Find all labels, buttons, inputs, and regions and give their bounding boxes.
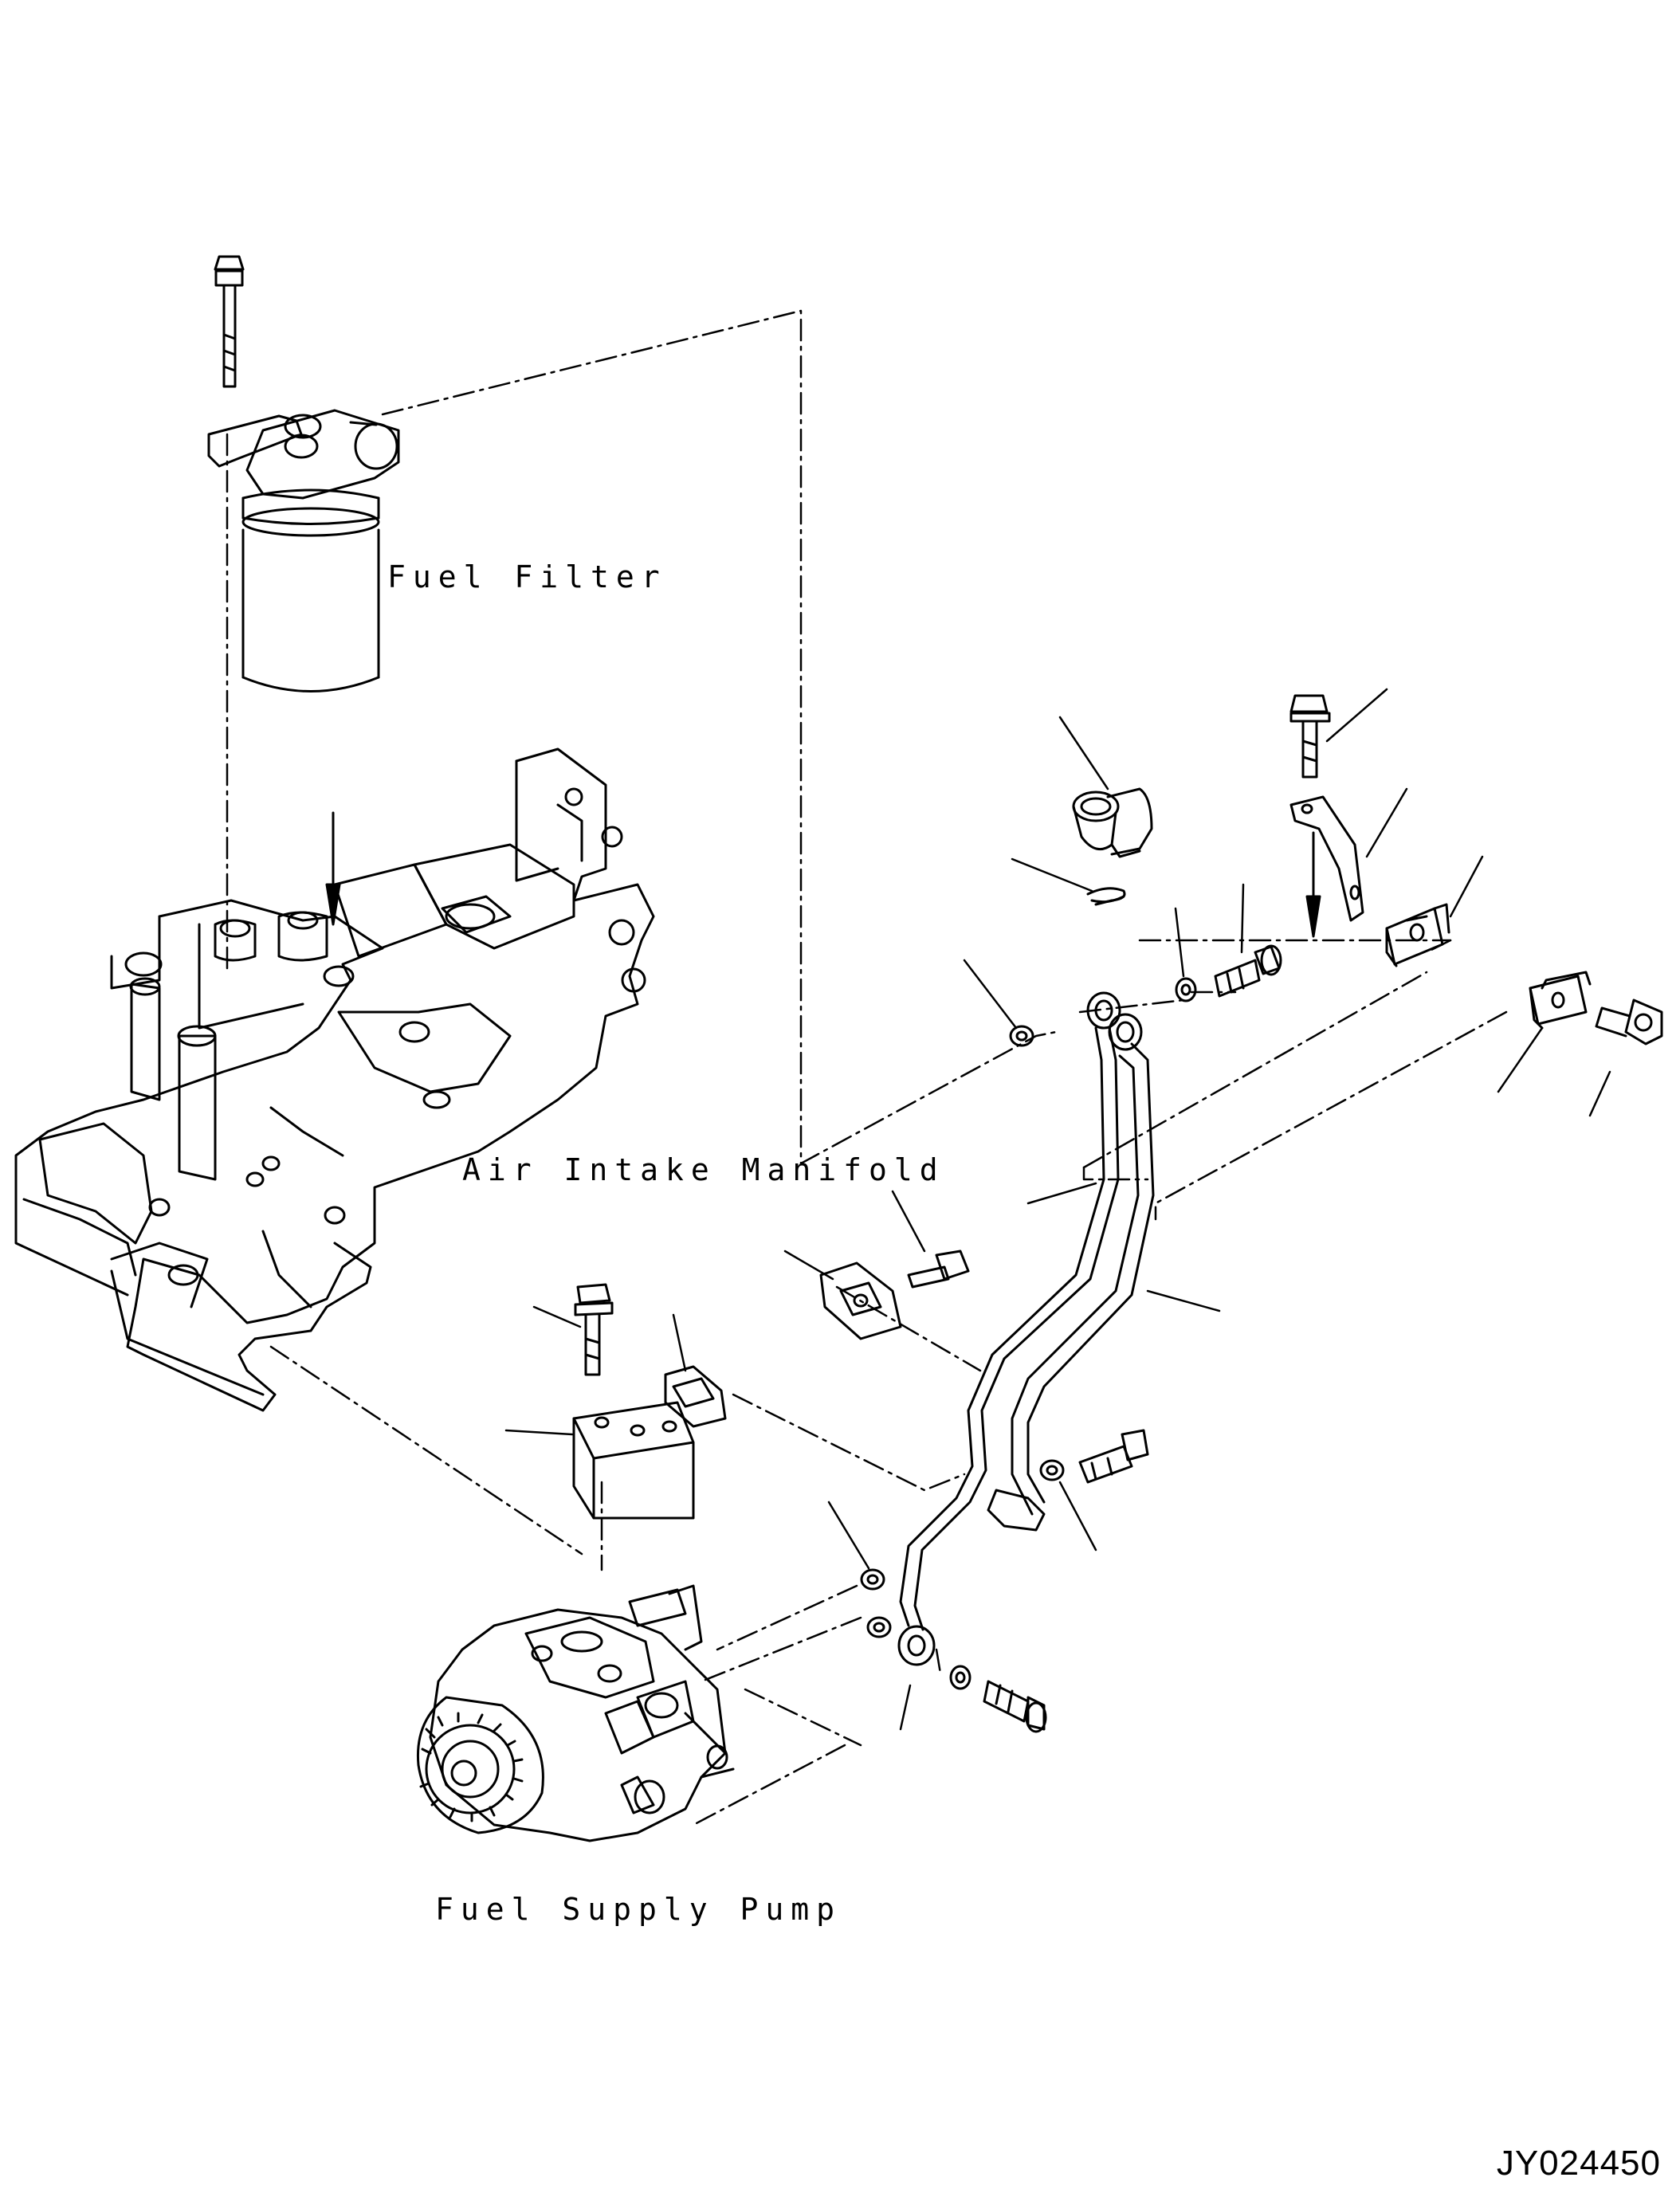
leader-bottom bbox=[899, 1684, 912, 1731]
spacer-bolt bbox=[532, 1283, 614, 1376]
washer-bottom-b bbox=[949, 1665, 971, 1690]
washer-right bbox=[1174, 907, 1197, 1002]
clamp-bolt bbox=[891, 1190, 970, 1289]
fuel-supply-pump-label: Fuel Supply Pump bbox=[435, 1892, 842, 1927]
spacer-block bbox=[504, 1401, 695, 1520]
bolt-right bbox=[1588, 998, 1663, 1117]
elbow-fitting bbox=[1058, 716, 1153, 858]
washer-bottom-a bbox=[866, 1616, 892, 1638]
washer-lower-mid bbox=[1039, 1459, 1097, 1552]
fuel-filter bbox=[207, 409, 400, 692]
fuel-filter-label: Fuel Filter bbox=[387, 559, 667, 594]
insert-arrow-right bbox=[1305, 831, 1321, 938]
banjo-bolt bbox=[1214, 883, 1282, 998]
clamp-upper bbox=[1385, 855, 1484, 967]
bracket bbox=[1289, 787, 1408, 922]
fuel-pipes bbox=[897, 991, 1221, 1666]
flange-bolt-top bbox=[1289, 688, 1388, 779]
fuel-supply-pump bbox=[416, 1584, 735, 1842]
clamp-right bbox=[1497, 971, 1592, 1093]
banjo-bolt-lower bbox=[1078, 1429, 1149, 1484]
washer-lower-left bbox=[827, 1501, 885, 1591]
retaining-clip bbox=[1011, 857, 1126, 906]
insert-arrow-left bbox=[325, 811, 341, 926]
washer-left bbox=[963, 959, 1034, 1047]
bolt-bottom bbox=[983, 1680, 1047, 1733]
clamp-small bbox=[664, 1313, 727, 1428]
air-intake-manifold bbox=[14, 747, 655, 1412]
air-intake-manifold-label: Air Intake Manifold bbox=[462, 1152, 945, 1187]
clamp-lower bbox=[783, 1250, 902, 1340]
assembly-guide-lines bbox=[226, 309, 1508, 1826]
drawing-id: JY024450 bbox=[1496, 2144, 1661, 2183]
filter-bolt bbox=[214, 255, 245, 388]
